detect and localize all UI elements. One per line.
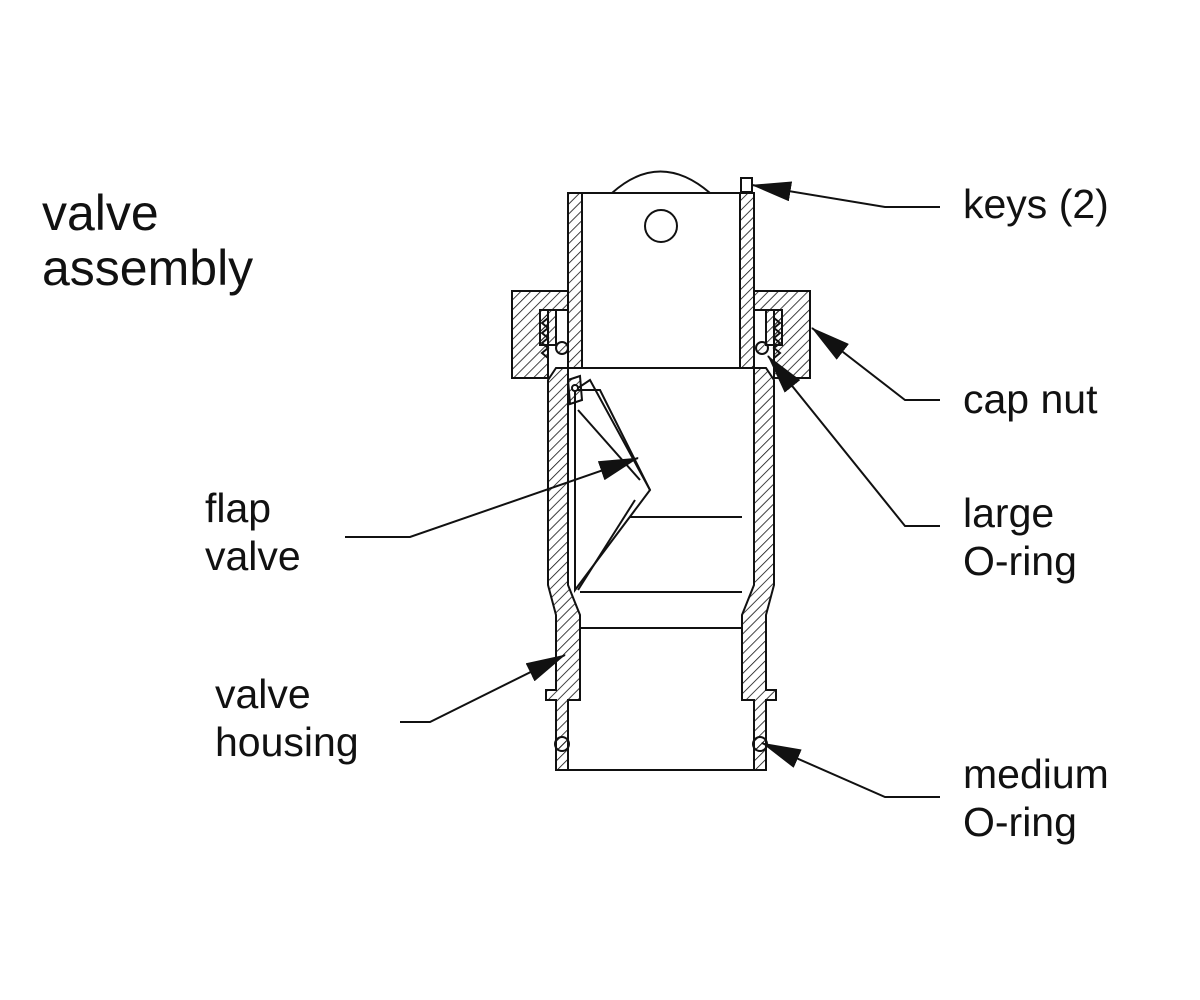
large-oring-right [755,341,769,355]
label-valve-housing: valve housing [215,670,359,766]
label-large-oring: large O-ring [963,489,1077,585]
valve-housing-line-1: valve [215,671,311,717]
diagram-title: valve assembly [42,186,253,296]
label-cap-nut: cap nut [963,376,1098,422]
valve-housing-line-2: housing [215,719,359,765]
valve-housing-leader [400,654,566,723]
flap-valve-line-1: flap [205,485,272,531]
medium-oring-left [554,736,570,752]
medium-oring-line-2: O-ring [963,799,1077,845]
cap-nut-leader [811,327,940,401]
flap-valve-line-2: valve [205,533,301,579]
label-flap-valve: flap valve [205,484,301,580]
large-oring-left [555,341,569,355]
large-oring-line-2: O-ring [963,538,1077,584]
medium-oring-line-1: medium [963,751,1109,797]
medium-oring-leader [761,742,940,798]
body-right-wall [741,367,777,771]
title-line-1: valve [42,185,159,241]
large-oring-line-1: large [963,490,1055,536]
label-medium-oring: medium O-ring [963,750,1109,846]
label-keys: keys (2) [963,181,1109,227]
body-left-wall [545,367,581,771]
key-tab [740,177,753,193]
upper-tube-left-wall [567,192,583,369]
keys-leader [751,181,940,208]
title-line-2: assembly [42,240,254,296]
large-oring-leader [767,355,940,527]
top-dome [611,170,711,194]
flap-valve-leader [345,457,639,538]
upper-tube-right-wall [739,192,755,369]
pin-hole [644,209,678,243]
